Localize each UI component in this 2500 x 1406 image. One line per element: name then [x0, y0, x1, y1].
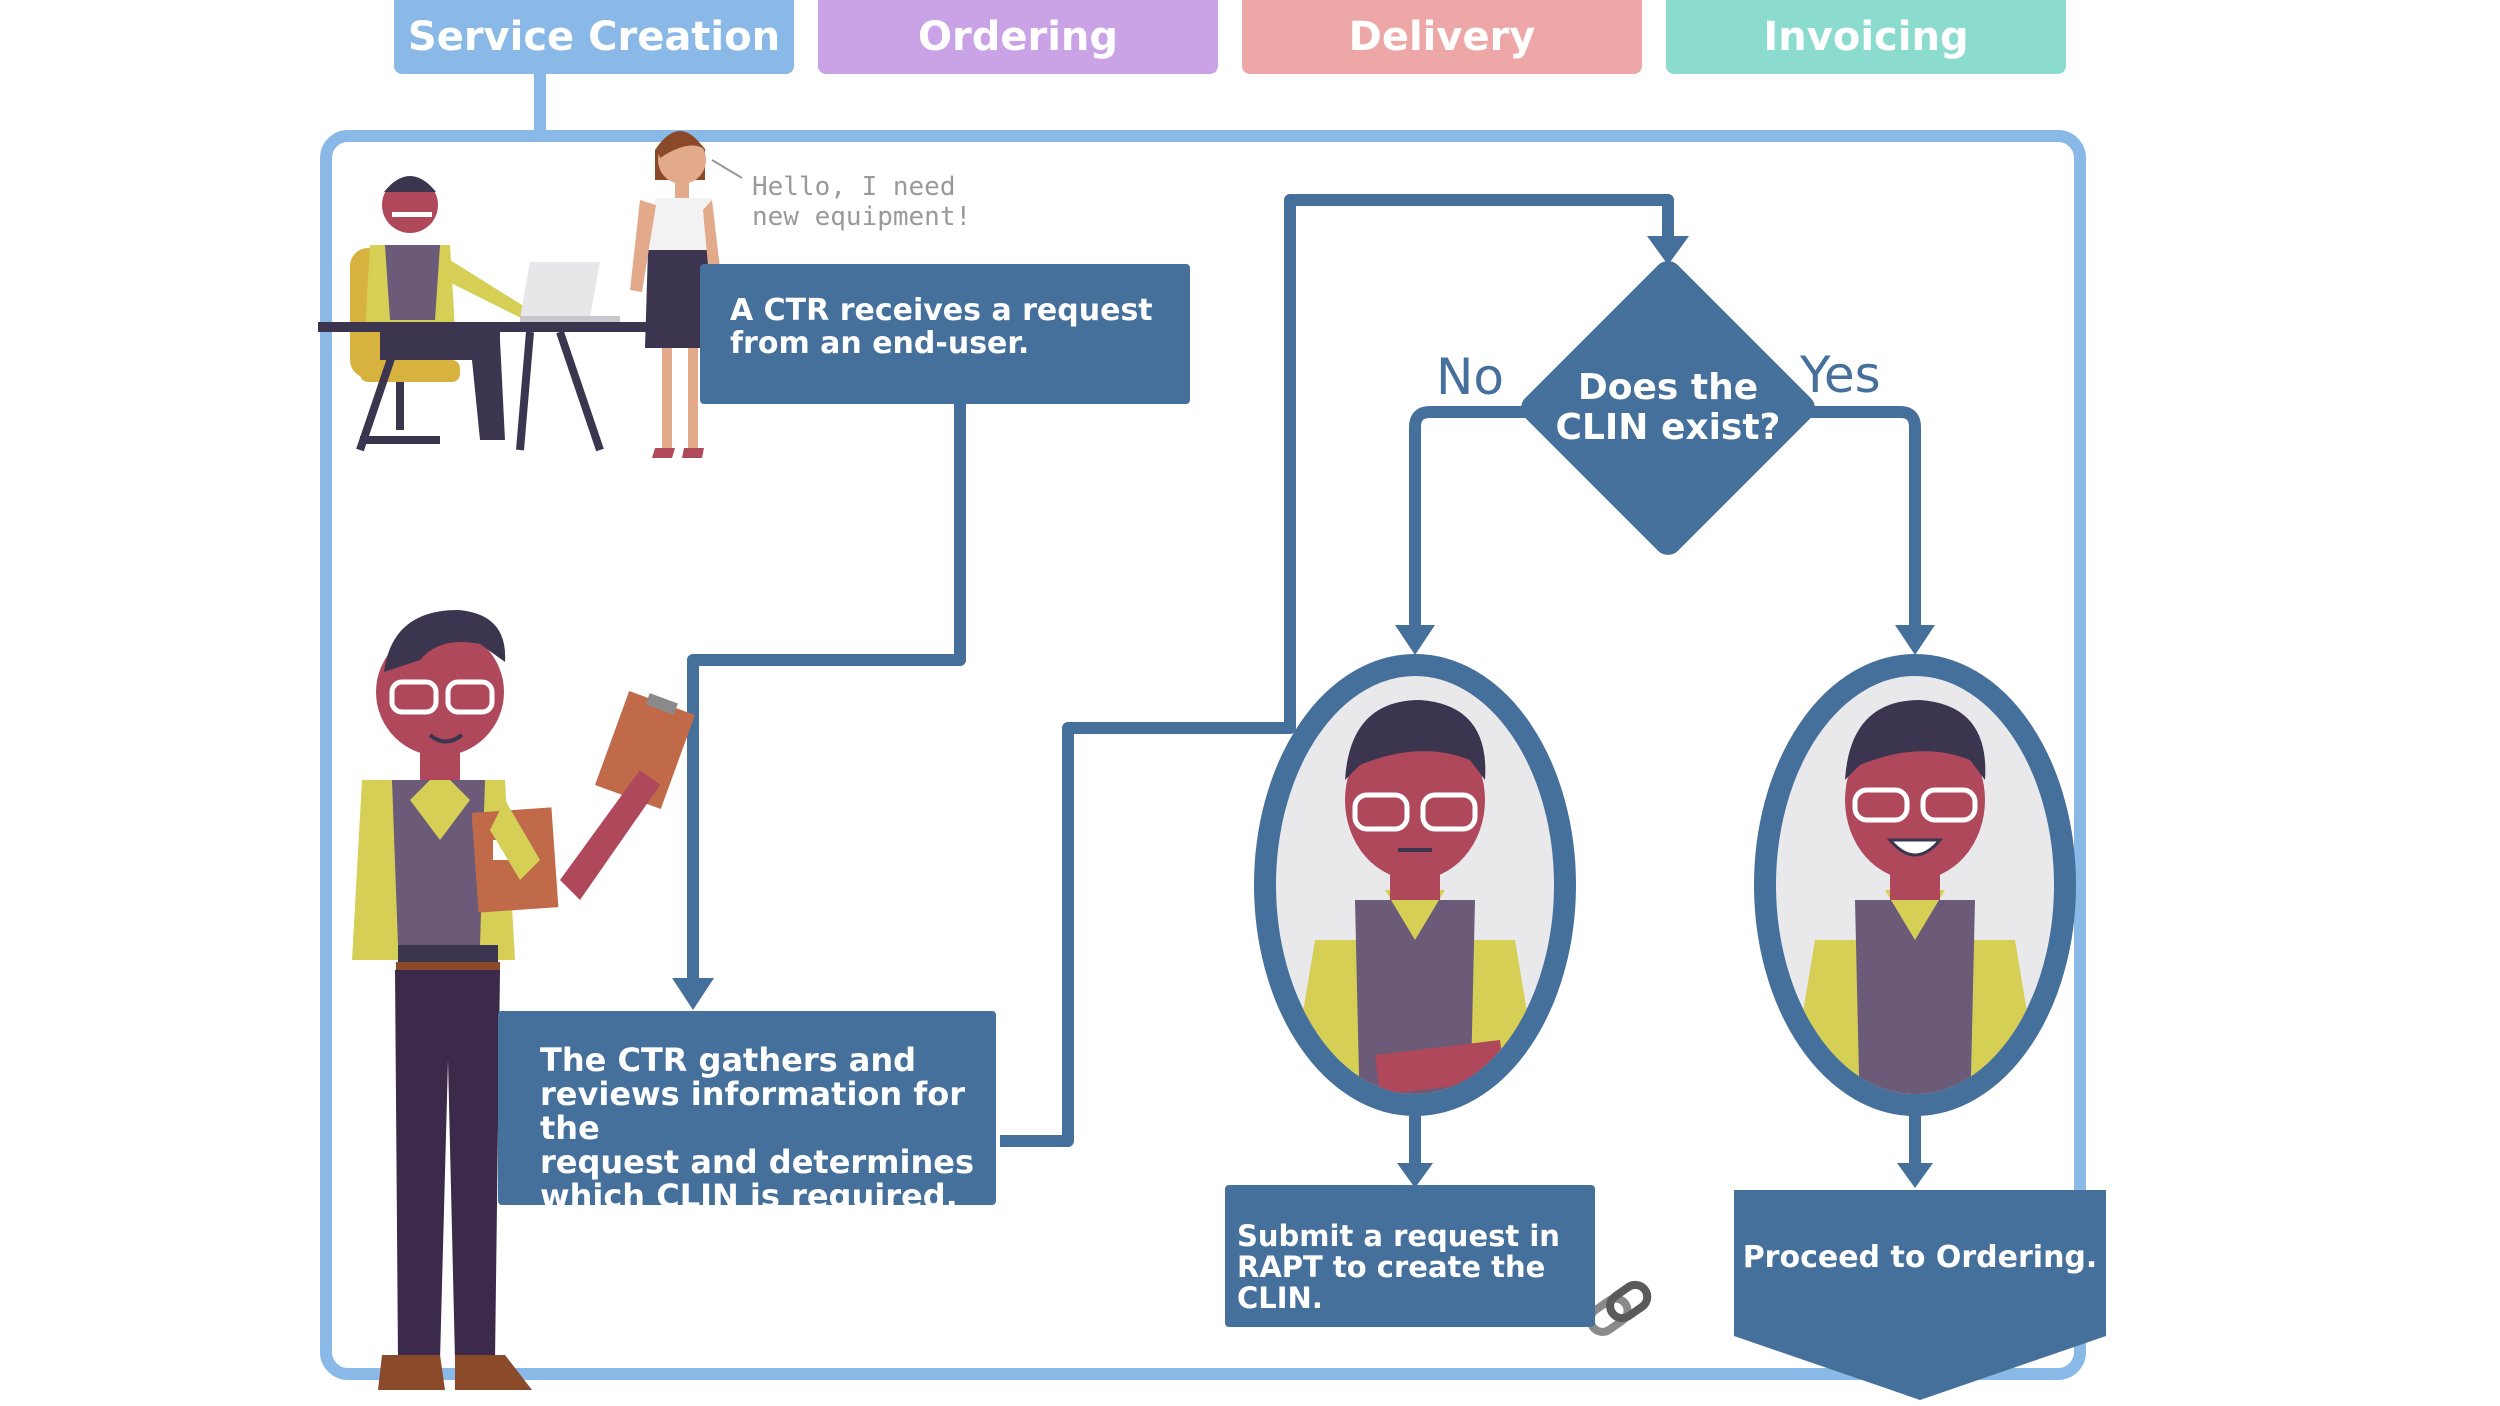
no-branch-portrait [1254, 654, 1576, 1116]
decision-question: Does the CLIN exist? [1548, 368, 1788, 448]
connector-step2-to-decision [1000, 194, 1674, 1147]
phase-frame [320, 130, 2086, 1380]
step-gather-info: The CTR gathers and reviews information … [498, 1011, 996, 1213]
connector-yes-branch [1806, 406, 1921, 630]
arrowhead-decision [1647, 236, 1689, 265]
decision-diamond [1521, 261, 1815, 555]
yes-branch-portrait [1754, 654, 2076, 1116]
decision-line-1: Does the [1577, 367, 1759, 408]
proceed-to-ordering[interactable]: Proceed to Ordering. [1742, 1240, 2098, 1275]
decision-line-2: CLIN exist? [1555, 407, 1781, 448]
arrowhead-yes-result [1897, 1163, 1933, 1188]
no-result-line-1: Submit a request in [1237, 1219, 1560, 1253]
speech-line-1: Hello, I need [752, 172, 956, 202]
tab-delivery[interactable]: Delivery [1242, 0, 1642, 74]
tab-invoicing[interactable]: Invoicing [1666, 0, 2066, 74]
no-label: No [1436, 348, 1504, 406]
tab-service-creation[interactable]: Service Creation [394, 0, 794, 74]
no-result-line-2: RAPT to create the CLIN. [1237, 1250, 1546, 1315]
tab-ordering[interactable]: Ordering [818, 0, 1218, 74]
proceed-arrow-shape [1734, 1190, 2106, 1400]
arrowhead-no [1395, 625, 1435, 655]
arrowhead-step2 [672, 978, 714, 1010]
step2-line-3: request and determines [540, 1143, 975, 1181]
step1-line-2: from an end-user. [730, 326, 1030, 361]
arrowhead-yes [1895, 625, 1935, 655]
speech-bubble: Hello, I need new equipment! [752, 172, 971, 232]
connector-step1-to-step2 [687, 400, 966, 992]
yes-label: Yes [1800, 346, 1881, 404]
seated-ctr-illustration [318, 176, 648, 452]
connector-no-branch [1409, 406, 1530, 630]
standing-ctr-illustration [352, 610, 695, 1390]
link-icon [1586, 1280, 1652, 1336]
arrowhead-no-result [1397, 1163, 1433, 1188]
woman-requester-illustration [630, 131, 743, 458]
step2-line-2: reviews information for the [540, 1075, 965, 1147]
step-receive-request: A CTR receives a request from an end-use… [700, 264, 1190, 404]
step2-line-1: The CTR gathers and [540, 1041, 917, 1079]
speech-line-2: new equipment! [752, 202, 972, 232]
step1-line-1: A CTR receives a request [730, 293, 1153, 328]
step2-line-4: which CLIN is required. [540, 1177, 958, 1215]
submit-rapt-request: Submit a request in RAPT to create the C… [1225, 1185, 1595, 1327]
